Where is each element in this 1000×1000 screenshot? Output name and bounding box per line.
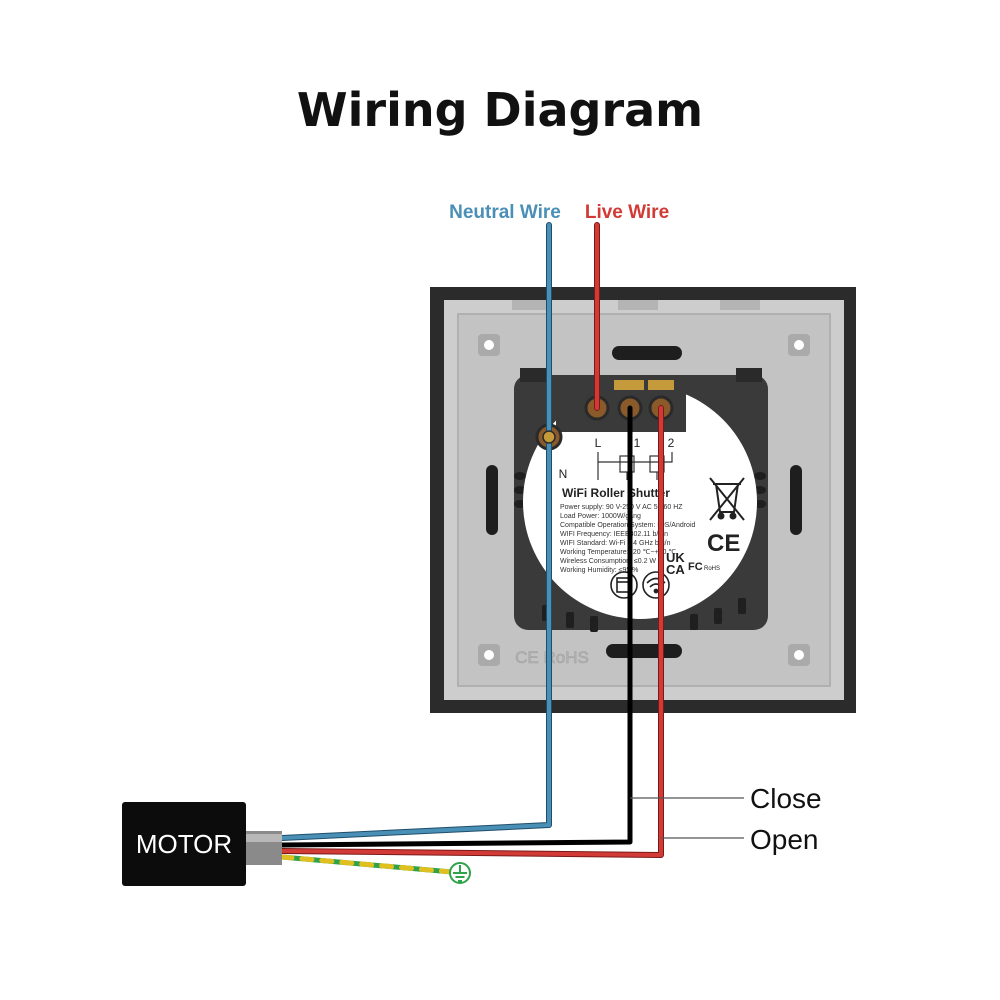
earth-ground-icon	[449, 862, 471, 884]
terminal-n-label: N	[559, 467, 568, 481]
module-spec-line: Working Humidity: ≤95 %	[560, 567, 638, 574]
motor-box	[122, 802, 246, 886]
ce-mark: CE	[707, 530, 740, 557]
relay-schematic	[597, 452, 673, 480]
bottom-slot	[606, 644, 682, 658]
module-spec-line: Wireless Consumption: ≤0.2 W	[560, 558, 656, 565]
plate-notch	[512, 300, 552, 310]
wires	[279, 222, 664, 875]
module-label-disc	[523, 385, 757, 619]
terminal-1-label: 1	[634, 436, 641, 450]
ukca-mark-ca: CA	[666, 562, 685, 577]
close-wire	[279, 405, 633, 848]
neutral-wire-label: Neutral Wire	[449, 202, 561, 223]
open-wire	[280, 406, 663, 857]
terminal-2-label: 2	[668, 436, 675, 450]
fcc-mark: FC	[688, 561, 703, 573]
module-name: WiFi Roller Shutter	[562, 486, 670, 500]
motor-cable-highlight	[246, 834, 282, 842]
earth-wire-stripe	[279, 854, 455, 875]
close-label: Close	[750, 783, 822, 814]
ukca-mark-uk: UK	[666, 550, 685, 565]
live-wire-label: Live Wire	[585, 202, 669, 223]
top-slot	[612, 346, 682, 360]
module-clip	[736, 368, 762, 382]
page-title: Wiring Diagram	[297, 83, 703, 137]
module-spec-line: Load Power: 1000W/gang	[560, 513, 641, 520]
module-vents	[514, 472, 766, 632]
rohs-mark: RoHS	[704, 566, 720, 572]
switch-module: L 1 2 N WiFi Roller Shutter Power supply…	[514, 368, 768, 632]
side-slot-right	[790, 465, 802, 535]
terminal-l-label: L	[595, 436, 602, 450]
plate-notch	[720, 300, 760, 310]
open-label: Open	[750, 824, 819, 855]
motor-label: MOTOR	[136, 829, 232, 859]
crossed-bin-icon	[709, 477, 745, 521]
plate-notch	[618, 300, 658, 310]
neutral-terminal-screw	[542, 430, 556, 444]
side-slot-left	[486, 465, 498, 535]
module-clip	[520, 368, 546, 382]
module-spec-line: Power supply: 90 V-250 V AC 50/60 HZ	[560, 504, 683, 511]
module-spec-line: WIFI Frequency: IEEE802.11 b/g/n	[560, 531, 668, 538]
module-spec-line: Working Temperature: -20 ℃~+60 ℃	[560, 549, 676, 556]
neutral-wire	[280, 223, 551, 840]
motor-unit: MOTOR	[122, 802, 282, 886]
mounting-holes	[478, 334, 810, 666]
module-spec-line: WIFI Standard: Wi-Fi 2.4 GHz b/g/n	[560, 540, 671, 547]
